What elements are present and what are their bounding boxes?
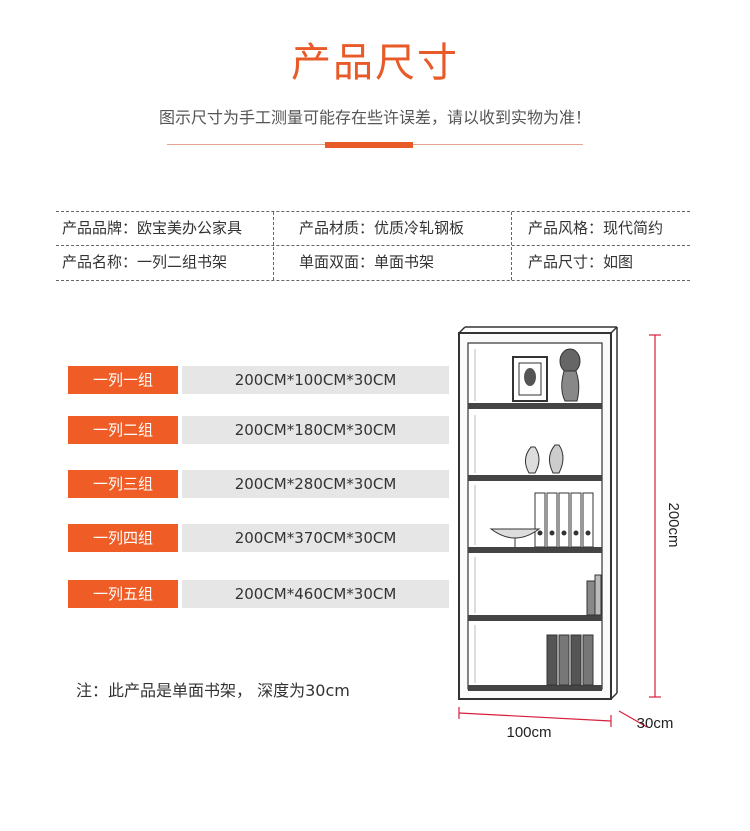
- size-value: 200CM*100CM*30CM: [182, 366, 449, 394]
- height-dimension: 200cm: [665, 502, 682, 547]
- spec-name: 产品名称：一列二组书架: [62, 253, 228, 271]
- page-title: 产品尺寸: [291, 40, 459, 86]
- spec-table: 产品品牌：欧宝美办公家具 产品材质：优质冷轧钢板 产品风格：现代简约 产品名称：…: [56, 211, 690, 281]
- width-dimension: 100cm: [506, 724, 551, 741]
- size-label: 一列五组: [68, 580, 178, 608]
- depth-dimension: 30cm: [637, 715, 674, 732]
- spec-size: 产品尺寸：如图: [528, 253, 634, 271]
- size-label: 一列四组: [68, 524, 178, 552]
- spec-material: 产品材质：优质冷轧钢板: [299, 219, 465, 237]
- spec-col-divider: [511, 212, 512, 280]
- size-value: 200CM*370CM*30CM: [182, 524, 449, 552]
- spec-brand: 产品品牌：欧宝美办公家具: [62, 219, 243, 237]
- size-label: 一列三组: [68, 470, 178, 498]
- size-label: 一列一组: [68, 366, 178, 394]
- size-value: 200CM*180CM*30CM: [182, 416, 449, 444]
- size-label: 一列二组: [68, 416, 178, 444]
- size-value: 200CM*280CM*30CM: [182, 470, 449, 498]
- spec-col-divider: [273, 212, 274, 280]
- page-subtitle: 图示尺寸为手工测量可能存在些许误差，请以收到实物为准！: [158, 108, 591, 127]
- bookshelf-diagram: 200cm 100cm 30cm: [458, 326, 682, 741]
- spec-sides: 单面双面：单面书架: [299, 253, 435, 271]
- bookshelf-illustration: [458, 326, 618, 700]
- title-divider-accent: [325, 142, 413, 148]
- spec-row-divider: [56, 245, 690, 246]
- size-value: 200CM*460CM*30CM: [182, 580, 449, 608]
- dimension-lines: [458, 334, 661, 728]
- depth-note: 注：此产品是单面书架， 深度为30cm: [76, 681, 350, 700]
- spec-style: 产品风格：现代简约: [528, 219, 664, 237]
